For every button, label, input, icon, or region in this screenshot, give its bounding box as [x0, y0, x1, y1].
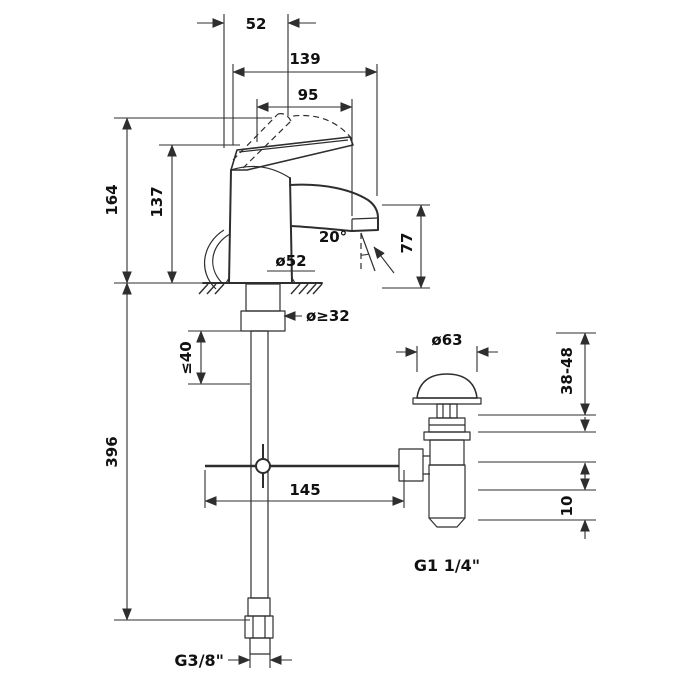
- dim-hose-length: 396: [103, 282, 250, 621]
- dim-drain-offset: 10: [478, 471, 596, 539]
- dim-spout-reach: 95: [256, 86, 353, 216]
- faucet-drawing: [198, 113, 482, 655]
- dim-3848-label: 38-48: [558, 347, 576, 395]
- drain-thread-label: G1 1/4": [414, 556, 480, 575]
- shank-and-nut: [240, 283, 286, 332]
- water-stream: [360, 232, 395, 274]
- faucet-spout: [289, 183, 379, 232]
- dim-drain-flange-diameter: ø63: [396, 331, 498, 372]
- dim-137-label: 137: [148, 186, 166, 217]
- pull-rod-hook: [204, 229, 231, 290]
- dim-396-label: 396: [103, 436, 121, 467]
- rod-ball-joint: [255, 458, 271, 474]
- dim-spout-height: 77: [382, 204, 430, 289]
- dim-145-label: 145: [289, 481, 320, 499]
- hose-connector: [244, 597, 274, 655]
- dim-handle-projection: 52: [197, 14, 316, 148]
- dim-dia52-label: ø52: [275, 252, 306, 270]
- dim-dia63-label: ø63: [431, 331, 462, 349]
- dim-20deg-label: 20°: [319, 228, 347, 246]
- dim-flange-seat: [478, 417, 596, 477]
- rod-connector-knob: [398, 448, 424, 482]
- dim-deck-thickness: ≤40: [177, 330, 250, 385]
- drain-assembly: [398, 373, 482, 528]
- deck-hatch: [198, 283, 323, 295]
- drain-thread: [428, 464, 466, 519]
- dim-77-label: 77: [398, 233, 416, 254]
- dim-total-depth: 139: [232, 50, 378, 196]
- faucet-handle: [230, 113, 354, 171]
- dim-le40-label: ≤40: [177, 341, 195, 374]
- dim-dia32-label: ø≥32: [306, 307, 350, 325]
- mounting-deck: [198, 282, 323, 295]
- dim-hole-diameter: ø≥32: [283, 307, 350, 325]
- dim-body-height: 137: [148, 144, 240, 284]
- dim-total-height: 164: [103, 117, 272, 284]
- dim-164-label: 164: [103, 184, 121, 215]
- dim-hose-thread: G3/8": [174, 651, 292, 670]
- dim-drain-height-range: 38-48: [478, 332, 596, 416]
- dim-139-label: 139: [289, 50, 320, 68]
- dim-rod-length: 145: [204, 470, 405, 508]
- dim-95-label: 95: [298, 86, 319, 104]
- pop-up-rod: [205, 444, 399, 488]
- dim-base-diameter: ø52: [267, 252, 315, 272]
- hose-thread-label: G3/8": [174, 651, 224, 670]
- dim-10-label: 10: [558, 496, 576, 517]
- dim-52-label: 52: [246, 15, 267, 33]
